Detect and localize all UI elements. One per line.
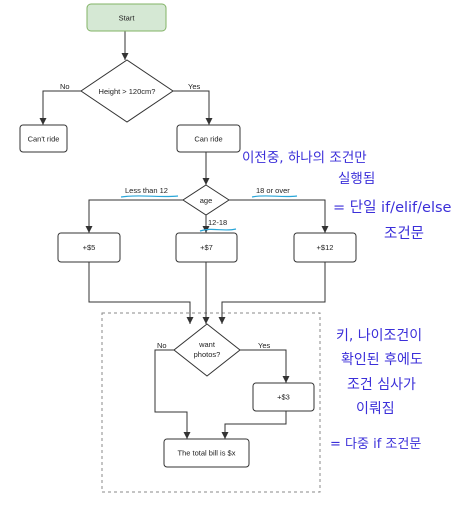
edge-photos-yes <box>240 349 290 383</box>
photos-decision: want photos? <box>173 323 241 377</box>
height-yes-label: Yes <box>188 82 200 91</box>
photo-section-container <box>101 312 321 493</box>
edge-age-less12 <box>85 199 183 233</box>
plus7-node: +$7 <box>175 232 238 263</box>
photos-decision-label-1: want <box>198 340 216 349</box>
edges <box>39 31 329 439</box>
plus3-label: +$3 <box>277 393 290 402</box>
edge-height-yes <box>173 90 213 125</box>
plus12-node: +$12 <box>293 232 357 263</box>
total-label: The total bill is $x <box>178 449 236 458</box>
plus12-label: +$12 <box>317 243 334 252</box>
age-over-label: 18 or over <box>256 186 290 195</box>
plus7-label: +$7 <box>200 243 213 252</box>
annotation-single-if: 이전중, 하나의 조건만 실행됨 = 단일 if/elif/else 조건문 <box>242 150 452 242</box>
annotation-2-line-3: 조건 심사가 <box>347 377 416 393</box>
edge-plus3-total <box>221 411 287 439</box>
edge-height-no <box>39 90 81 125</box>
plus5-label: +$5 <box>83 243 96 252</box>
photos-yes-label: Yes <box>258 341 270 350</box>
photos-no-label: No <box>157 341 167 350</box>
plus5-node: +$5 <box>57 232 121 263</box>
edge-plus5-photos <box>88 262 194 324</box>
start-node: Start <box>86 3 167 32</box>
height-no-label: No <box>60 82 70 91</box>
edge-labels: No Yes Less than 12 18 or over 12-18 No … <box>60 82 290 350</box>
underline-less-than-12 <box>120 195 179 198</box>
cant-ride-node: Can't ride <box>19 124 68 153</box>
age-less-label: Less than 12 <box>125 186 168 195</box>
age-decision: age <box>182 184 230 216</box>
height-decision-label: Height > 120cm? <box>99 87 156 96</box>
total-node: The total bill is $x <box>163 438 250 468</box>
age-decision-label: age <box>200 196 213 205</box>
underline-12-18 <box>199 228 237 232</box>
cant-ride-label: Can't ride <box>28 135 60 144</box>
annotation-1-line-4: 조건문 <box>384 225 424 242</box>
plus3-node: +$3 <box>252 382 315 412</box>
can-ride-node: Can ride <box>176 124 241 153</box>
edge-photos-no <box>154 349 191 439</box>
annotation-2-line-1: 키, 나이조건이 <box>336 328 422 344</box>
can-ride-label: Can ride <box>194 135 222 144</box>
edge-plus12-photos <box>218 262 326 324</box>
annotation-1-line-2: 실행됨 <box>338 171 375 187</box>
height-decision: Height > 120cm? <box>80 59 174 123</box>
underline-18-or-over <box>251 195 298 198</box>
annotation-2-line-4: 이뤄짐 <box>356 401 395 417</box>
start-label: Start <box>119 14 136 23</box>
photos-decision-label-2: photos? <box>194 350 221 359</box>
annotation-1-line-3: = 단일 if/elif/else <box>333 199 452 216</box>
age-mid-label: 12-18 <box>208 218 227 227</box>
annotation-2-line-5: = 다중 if 조건문 <box>330 437 421 452</box>
annotation-multiple-if: 키, 나이조건이 확인된 후에도 조건 심사가 이뤄짐 = 다중 if 조건문 <box>330 328 423 452</box>
annotation-2-line-2: 확인된 후에도 <box>341 352 423 368</box>
handwritten-underlines <box>120 195 298 232</box>
edge-age-over18 <box>229 199 329 233</box>
annotation-1-line-1: 이전중, 하나의 조건만 <box>242 150 367 166</box>
